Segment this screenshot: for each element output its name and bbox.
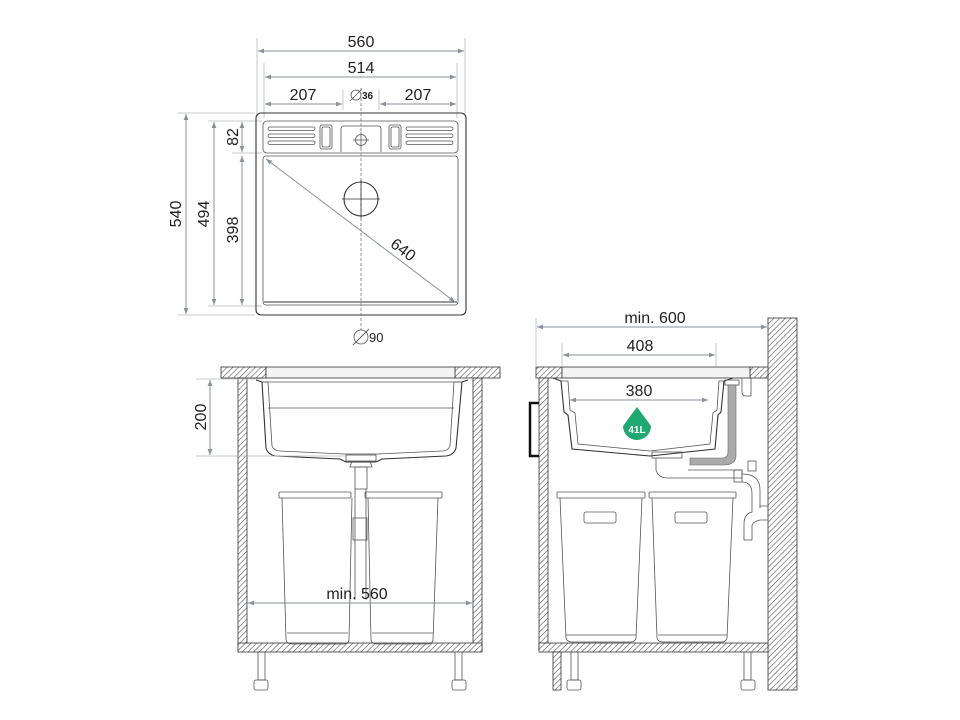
- dim-width-right: 207: [405, 87, 432, 104]
- cabinet-legs: [253, 651, 467, 691]
- dim-depth-inner: 494: [196, 201, 213, 228]
- side-view: min. 600 408 380 41L: [528, 310, 798, 691]
- dim-width-overall: 560: [348, 34, 375, 51]
- dim-cabinet-min-depth: min. 600: [624, 310, 685, 327]
- front-view: 200 min. 560: [193, 366, 501, 691]
- cabinet-legs-side: [566, 651, 756, 691]
- dim-width-left: 207: [290, 87, 317, 104]
- cabinet-handle: [528, 401, 539, 458]
- dim-width-inner: 514: [348, 60, 375, 77]
- dim-tap-hole: 36: [362, 91, 374, 102]
- dim-sink-depth: 408: [627, 338, 654, 355]
- capacity-label: 41L: [628, 425, 645, 436]
- drainer-grooves: [267, 124, 454, 152]
- wall: [767, 317, 798, 691]
- dim-bowl-height: 200: [193, 404, 210, 431]
- dim-depth-overall: 540: [168, 201, 185, 228]
- capacity-drop-badge: 41L: [623, 407, 651, 440]
- diameter-icon: [352, 328, 370, 346]
- waste-bins-side: [556, 491, 737, 643]
- dim-ledge-depth: 82: [225, 128, 242, 146]
- diameter-icon: [349, 88, 363, 102]
- dim-bowl-depth: 398: [225, 217, 242, 244]
- waste-bins-front: [278, 491, 443, 645]
- dim-drain: 90: [369, 330, 383, 345]
- dim-bowl-depth-side: 380: [626, 383, 653, 400]
- dim-cabinet-min-width: min. 560: [326, 586, 387, 603]
- water-drop-icon: [623, 407, 651, 440]
- dim-diagonal: 640: [387, 236, 419, 266]
- top-view: 560 514 207 207 36 540 494 82 398: [168, 34, 467, 346]
